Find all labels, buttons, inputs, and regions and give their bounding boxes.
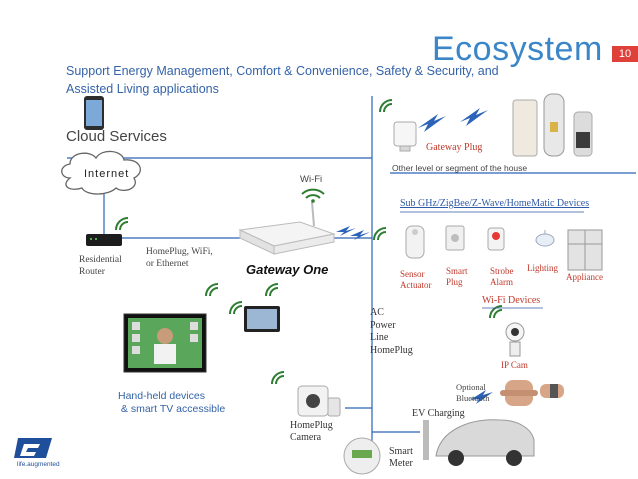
lighting-icon [535,230,555,247]
signal-bolt-icon [418,114,446,132]
signal-bolt-icon [470,390,493,404]
device-label-appliance: Appliance [566,272,603,282]
gateway-plug-note: Other level or segment of the house [392,163,528,173]
device-label-sensor: Sensor Actuator [400,269,432,290]
device-label-smart-plug: Smart Plug [446,266,468,287]
homeplug-camera-label: HomePlug Camera [290,420,333,443]
internet-cloud-icon [61,150,141,195]
router-icon [86,234,122,246]
subghz-wifi-icon [373,227,387,241]
router-wifi-icon [115,217,129,231]
router-link-label: HomePlug, WiFi, or Ethernet [146,247,213,269]
wifi-devices-heading: Wi-Fi Devices [482,295,541,306]
gateway-device-icon [238,201,336,255]
page-number-badge: 10 [612,46,638,62]
bluetooth-label: Optional Bluetooth [456,382,490,403]
subghz-heading: Sub GHz/ZigBee/Z-Wave/HomeMatic Devices [400,198,590,209]
st-logo-icon [14,438,52,458]
camera-wifi-icon [271,371,285,385]
tablet-icon [244,306,280,332]
handheld-label: Hand-held devices & smart TV accessible [118,390,226,415]
homeplug-camera-icon [297,385,341,417]
smart-plug-icon [445,225,465,251]
gateway-plug-label: Gateway Plug [426,142,483,153]
tv-wifi-icon [205,283,219,297]
wifi-label: Wi-Fi [300,174,323,185]
bluetooth-wearable-icon [500,380,564,406]
logo-tagline: life.augmented [17,461,60,468]
smart-meter-label: Smart Meter [389,446,413,469]
router-label: Residential Router [79,255,122,277]
appliance-icon [567,229,603,271]
smart-tv-icon [123,313,207,373]
gateway-brand: Gateway One [246,262,329,277]
ev-charging-label: EV Charging [412,408,465,419]
smartphone-icon [84,96,104,130]
internet-label: Internet [84,168,130,180]
ip-cam-icon [505,322,525,357]
signal-bolt-icon [350,230,370,240]
sensor-actuator-icon [405,225,425,259]
signal-bolt-icon [460,108,488,126]
device-label-lighting: Lighting [527,263,558,273]
ipcam-wifi-icon [489,305,503,319]
water-heater-icons [512,93,593,157]
ev-car-icon [423,419,535,466]
signal-bolt-icon [336,226,356,236]
cloud-services-label: Cloud Services [66,128,167,145]
smart-meter-icon [343,437,381,475]
strobe-alarm-icon [487,227,505,251]
tablet-wifi-icon [229,301,243,315]
gateway-wifi-icon [301,188,325,203]
powerline-label: AC Power Line HomePlug [370,307,413,356]
slide-title: Ecosystem [432,30,603,68]
phone-wifi-icon [265,283,279,297]
device-label-strobe: Strobe Alarm [490,266,514,287]
slide-subtitle: Support Energy Management, Comfort & Con… [66,64,499,96]
gateway-plug-icon [393,121,417,152]
gateway-plug-wifi-icon [379,99,393,113]
signal-bolts [336,108,493,404]
ip-cam-label: IP Cam [501,360,528,370]
